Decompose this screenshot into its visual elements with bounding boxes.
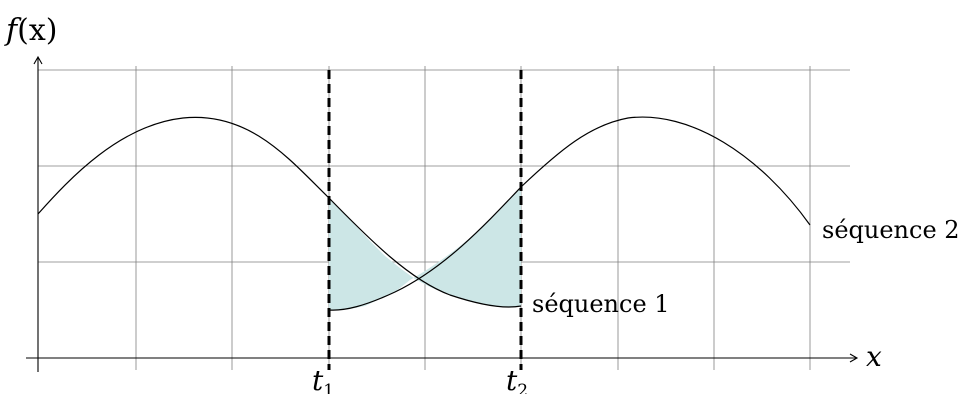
shaded-region (329, 187, 521, 310)
y-axis-arrow (33, 55, 43, 65)
x-axis-label: x (866, 340, 882, 373)
x-axis-arrow (849, 353, 859, 363)
sequence-1-label: séquence 1 (532, 290, 670, 318)
sequence-2-label: séquence 2 (822, 216, 960, 244)
grid (38, 66, 850, 370)
sequence-1-curve (328, 186, 522, 311)
sequence-2-curve (37, 116, 811, 308)
t1-label: t1 (312, 364, 334, 394)
y-axis-label: f(x) (4, 13, 57, 48)
t2-label: t2 (506, 364, 528, 394)
